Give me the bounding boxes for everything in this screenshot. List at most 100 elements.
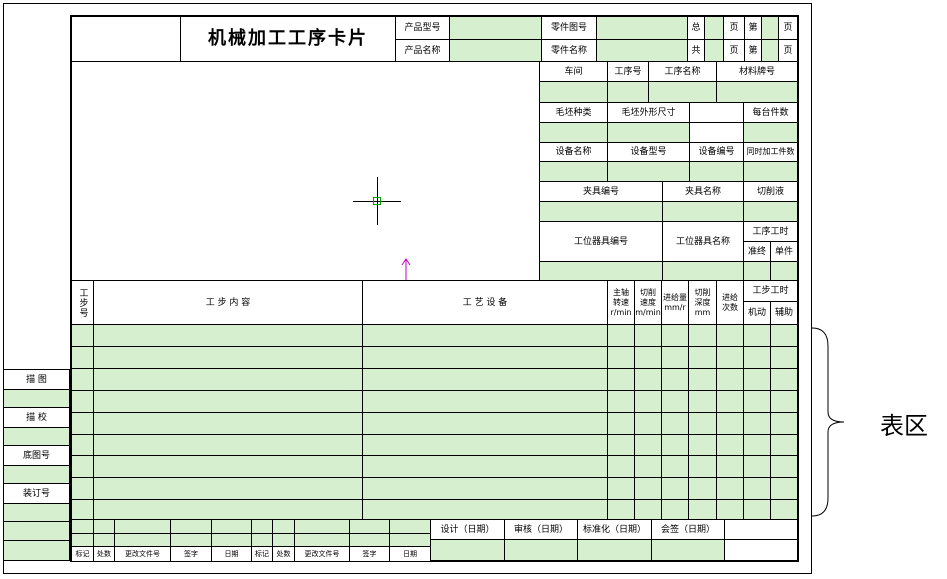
step-row-number-cell[interactable]: [71, 433, 94, 457]
base-drawing-no-value[interactable]: [3, 465, 70, 484]
fixture-name-value[interactable]: [662, 201, 744, 222]
step-row-cell[interactable]: [743, 367, 771, 391]
step-row-cell[interactable]: [688, 477, 717, 501]
step-row-cell[interactable]: [607, 367, 635, 391]
step-row-cell[interactable]: [661, 345, 689, 369]
binding-no-value-2[interactable]: [3, 521, 70, 541]
part-name-value[interactable]: [596, 39, 688, 62]
step-row-cell[interactable]: [362, 324, 608, 347]
step-row-cell[interactable]: [743, 389, 771, 413]
station-tool-no-value[interactable]: [539, 261, 663, 281]
equipment-name-value[interactable]: [539, 161, 608, 182]
equipment-no-value[interactable]: [689, 161, 744, 182]
step-row-cell[interactable]: [93, 433, 363, 457]
step-row-cell[interactable]: [362, 367, 608, 391]
step-row-cell[interactable]: [688, 455, 717, 479]
step-row-cell[interactable]: [688, 433, 717, 457]
step-row-cell[interactable]: [688, 411, 717, 435]
process-name-value[interactable]: [648, 81, 717, 103]
step-row-cell[interactable]: [770, 455, 798, 479]
step-row-cell[interactable]: [770, 367, 798, 391]
common-pages-value[interactable]: [704, 39, 724, 62]
coolant-value[interactable]: [743, 201, 798, 222]
step-row-cell[interactable]: [634, 324, 662, 347]
step-row-number-cell[interactable]: [71, 455, 94, 479]
unit-value[interactable]: [770, 261, 798, 281]
step-row-cell[interactable]: [661, 455, 689, 479]
standard-value[interactable]: [577, 539, 652, 561]
step-row-cell[interactable]: [661, 411, 689, 435]
step-row-cell[interactable]: [93, 324, 363, 347]
step-row-cell[interactable]: [93, 477, 363, 501]
step-row-cell[interactable]: [770, 345, 798, 369]
step-row-cell[interactable]: [743, 345, 771, 369]
step-row-cell[interactable]: [716, 433, 744, 457]
binding-no-value-3[interactable]: [3, 540, 70, 561]
step-row-cell[interactable]: [716, 367, 744, 391]
step-row-cell[interactable]: [716, 455, 744, 479]
step-row-cell[interactable]: [743, 477, 771, 501]
countersign-value[interactable]: [651, 539, 725, 561]
step-row-number-cell[interactable]: [71, 411, 94, 435]
step-row-number-cell[interactable]: [71, 367, 94, 391]
binding-no-value-1[interactable]: [3, 503, 70, 522]
sketch-area[interactable]: [71, 61, 540, 281]
step-row-cell[interactable]: [607, 324, 635, 347]
step-row-cell[interactable]: [362, 455, 608, 479]
fixture-no-value[interactable]: [539, 201, 663, 222]
prep-final-value[interactable]: [743, 261, 771, 281]
drawing-value[interactable]: [3, 389, 70, 408]
sheet2-value[interactable]: [761, 39, 779, 62]
step-row-cell[interactable]: [770, 324, 798, 347]
step-row-number-cell[interactable]: [71, 477, 94, 501]
step-row-cell[interactable]: [716, 411, 744, 435]
step-row-cell[interactable]: [93, 367, 363, 391]
step-row-cell[interactable]: [688, 324, 717, 347]
step-row-cell[interactable]: [634, 433, 662, 457]
step-row-cell[interactable]: [688, 389, 717, 413]
step-row-cell[interactable]: [688, 345, 717, 369]
step-row-cell[interactable]: [634, 455, 662, 479]
step-row-cell[interactable]: [362, 389, 608, 413]
blank-type-value[interactable]: [539, 122, 608, 143]
step-row-cell[interactable]: [661, 433, 689, 457]
step-row-cell[interactable]: [634, 389, 662, 413]
step-row-cell[interactable]: [770, 433, 798, 457]
step-row-number-cell[interactable]: [71, 345, 94, 369]
step-row-cell[interactable]: [716, 345, 744, 369]
step-row-cell[interactable]: [607, 345, 635, 369]
step-row-cell[interactable]: [770, 477, 798, 501]
step-row-cell[interactable]: [607, 411, 635, 435]
step-row-cell[interactable]: [661, 477, 689, 501]
equipment-model-value[interactable]: [607, 161, 690, 182]
blank-size-value[interactable]: [607, 122, 690, 143]
part-drawing-value[interactable]: [596, 16, 688, 40]
total-pages-value[interactable]: [704, 16, 724, 40]
station-tool-name-value[interactable]: [662, 261, 744, 281]
product-model-value[interactable]: [449, 16, 542, 40]
material-grade-value[interactable]: [716, 81, 798, 103]
step-row-cell[interactable]: [607, 389, 635, 413]
step-row-cell[interactable]: [716, 389, 744, 413]
workshop-value[interactable]: [539, 81, 608, 103]
step-row-cell[interactable]: [607, 477, 635, 501]
per-unit-value[interactable]: [743, 122, 798, 143]
step-row-cell[interactable]: [743, 411, 771, 435]
process-no-value[interactable]: [607, 81, 649, 103]
step-row-cell[interactable]: [634, 411, 662, 435]
step-row-cell[interactable]: [607, 455, 635, 479]
blank-extra-value[interactable]: [689, 122, 744, 143]
step-row-cell[interactable]: [716, 324, 744, 347]
step-row-cell[interactable]: [661, 324, 689, 347]
product-name-value[interactable]: [449, 39, 542, 62]
review-value[interactable]: [504, 539, 578, 561]
step-row-cell[interactable]: [362, 477, 608, 501]
step-row-number-cell[interactable]: [71, 324, 94, 347]
step-row-cell[interactable]: [607, 433, 635, 457]
step-row-cell[interactable]: [362, 433, 608, 457]
simultaneous-value[interactable]: [743, 161, 798, 182]
sheet-value[interactable]: [761, 16, 779, 40]
step-row-cell[interactable]: [93, 389, 363, 413]
step-row-cell[interactable]: [93, 411, 363, 435]
step-row-cell[interactable]: [634, 367, 662, 391]
